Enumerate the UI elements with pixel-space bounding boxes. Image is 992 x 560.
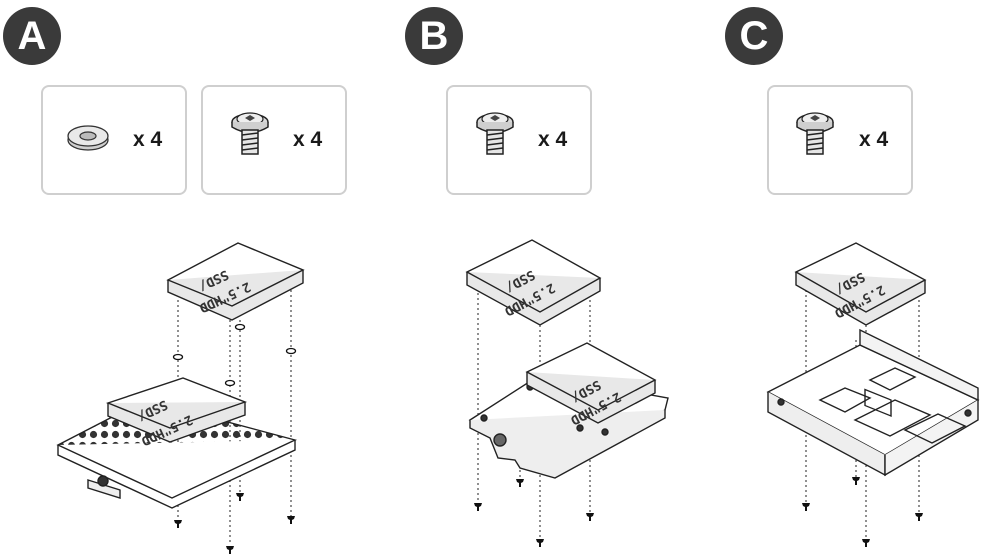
panel-b-screw-box [446,85,592,195]
panel-a-washer-qty: x 4 [133,128,163,151]
panel-c-screw-box [767,85,913,195]
panel-b-screw-qty: x 4 [538,128,568,151]
panel-a-screw-box [201,85,347,195]
screw-icon [796,112,834,155]
panel-a-washer-box [41,85,187,195]
panel-b-badge: B [405,7,463,65]
panel-c-badge-label: C [739,14,769,58]
screw-icon [476,112,514,155]
panel-a-screw-qty: x 4 [293,128,323,151]
panel-a-badge-label: A [17,14,47,58]
washer-icon [67,125,109,151]
panel-b-assembly [465,239,669,540]
panel-b-badge-label: B [419,14,449,58]
panel-c-assembly [766,242,980,540]
panel-c-badge: C [725,7,783,65]
panel-a-badge: A [3,7,61,65]
panel-a-assembly [56,242,305,545]
panel-c-screw-qty: x 4 [859,128,889,151]
screw-icon [231,112,269,155]
